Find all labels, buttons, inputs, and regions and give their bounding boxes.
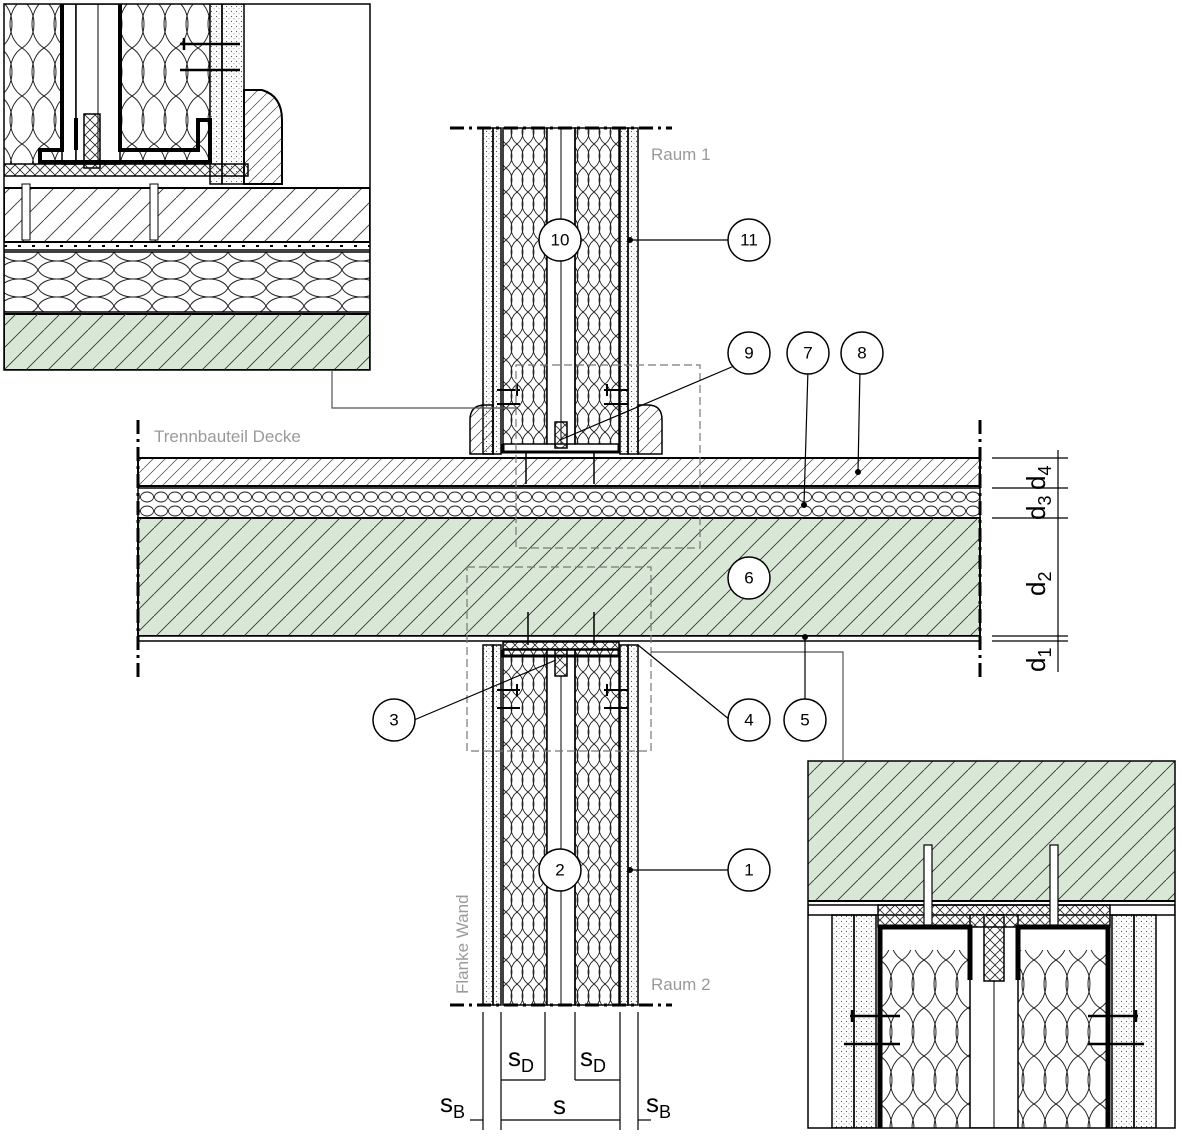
callout-circle-4	[727, 698, 771, 742]
detail-frame-lower	[466, 566, 652, 752]
callout-circle-6	[727, 556, 771, 600]
dim-d3: d3	[1021, 496, 1055, 520]
connector-lower	[651, 651, 844, 761]
callout-11: 11	[740, 231, 758, 250]
callout-10: 10	[551, 231, 570, 250]
inset-bottom-right	[807, 760, 1176, 1129]
callout-2: 2	[555, 861, 564, 880]
callout-9: 9	[744, 344, 753, 363]
callout-circle-2	[538, 848, 582, 892]
callout-dots	[627, 237, 861, 873]
callout-circle-5	[783, 698, 827, 742]
dim-sD-right: sD	[580, 1042, 606, 1076]
callout-circle-7	[786, 331, 830, 375]
label-room-2: Raum 2	[651, 975, 711, 994]
callout-numbers: 1 2 3 4 5 6 7 8 9 10 11	[389, 231, 866, 880]
connector-upper	[331, 370, 516, 409]
dim-d4: d4	[1021, 466, 1055, 490]
callout-circle-8	[840, 331, 884, 375]
dim-s: s	[553, 1090, 566, 1120]
label-separating-element: Trennbauteil Decke	[154, 427, 301, 446]
lower-wall	[450, 612, 672, 1007]
dimension-lines	[470, 450, 1068, 1130]
callout-circle-11	[727, 218, 771, 262]
callout-4: 4	[744, 711, 753, 730]
dim-d1: d1	[1021, 648, 1055, 672]
label-flanking-wall: Flanke Wand	[453, 894, 472, 994]
upper-wall	[450, 126, 672, 484]
label-room-1: Raum 1	[651, 145, 711, 164]
callout-circles	[372, 218, 884, 892]
dim-sD-left: sD	[508, 1042, 534, 1076]
callout-7: 7	[803, 344, 812, 363]
ceiling-slab	[136, 420, 982, 680]
callout-1: 1	[744, 861, 753, 880]
dim-sB-left: sB	[440, 1088, 465, 1122]
callout-6: 6	[744, 569, 753, 588]
callout-5: 5	[800, 711, 809, 730]
inset-top-left	[3, 3, 371, 371]
dim-d2: d2	[1021, 572, 1055, 596]
callout-circle-9	[727, 331, 771, 375]
callout-circle-3	[372, 698, 416, 742]
detail-frame-upper	[515, 364, 701, 549]
callout-3: 3	[389, 711, 398, 730]
callout-circle-10	[538, 218, 582, 262]
callout-circle-1	[727, 848, 771, 892]
callout-leaders	[413, 239, 861, 871]
dim-sB-right: sB	[646, 1088, 671, 1122]
callout-8: 8	[857, 344, 866, 363]
